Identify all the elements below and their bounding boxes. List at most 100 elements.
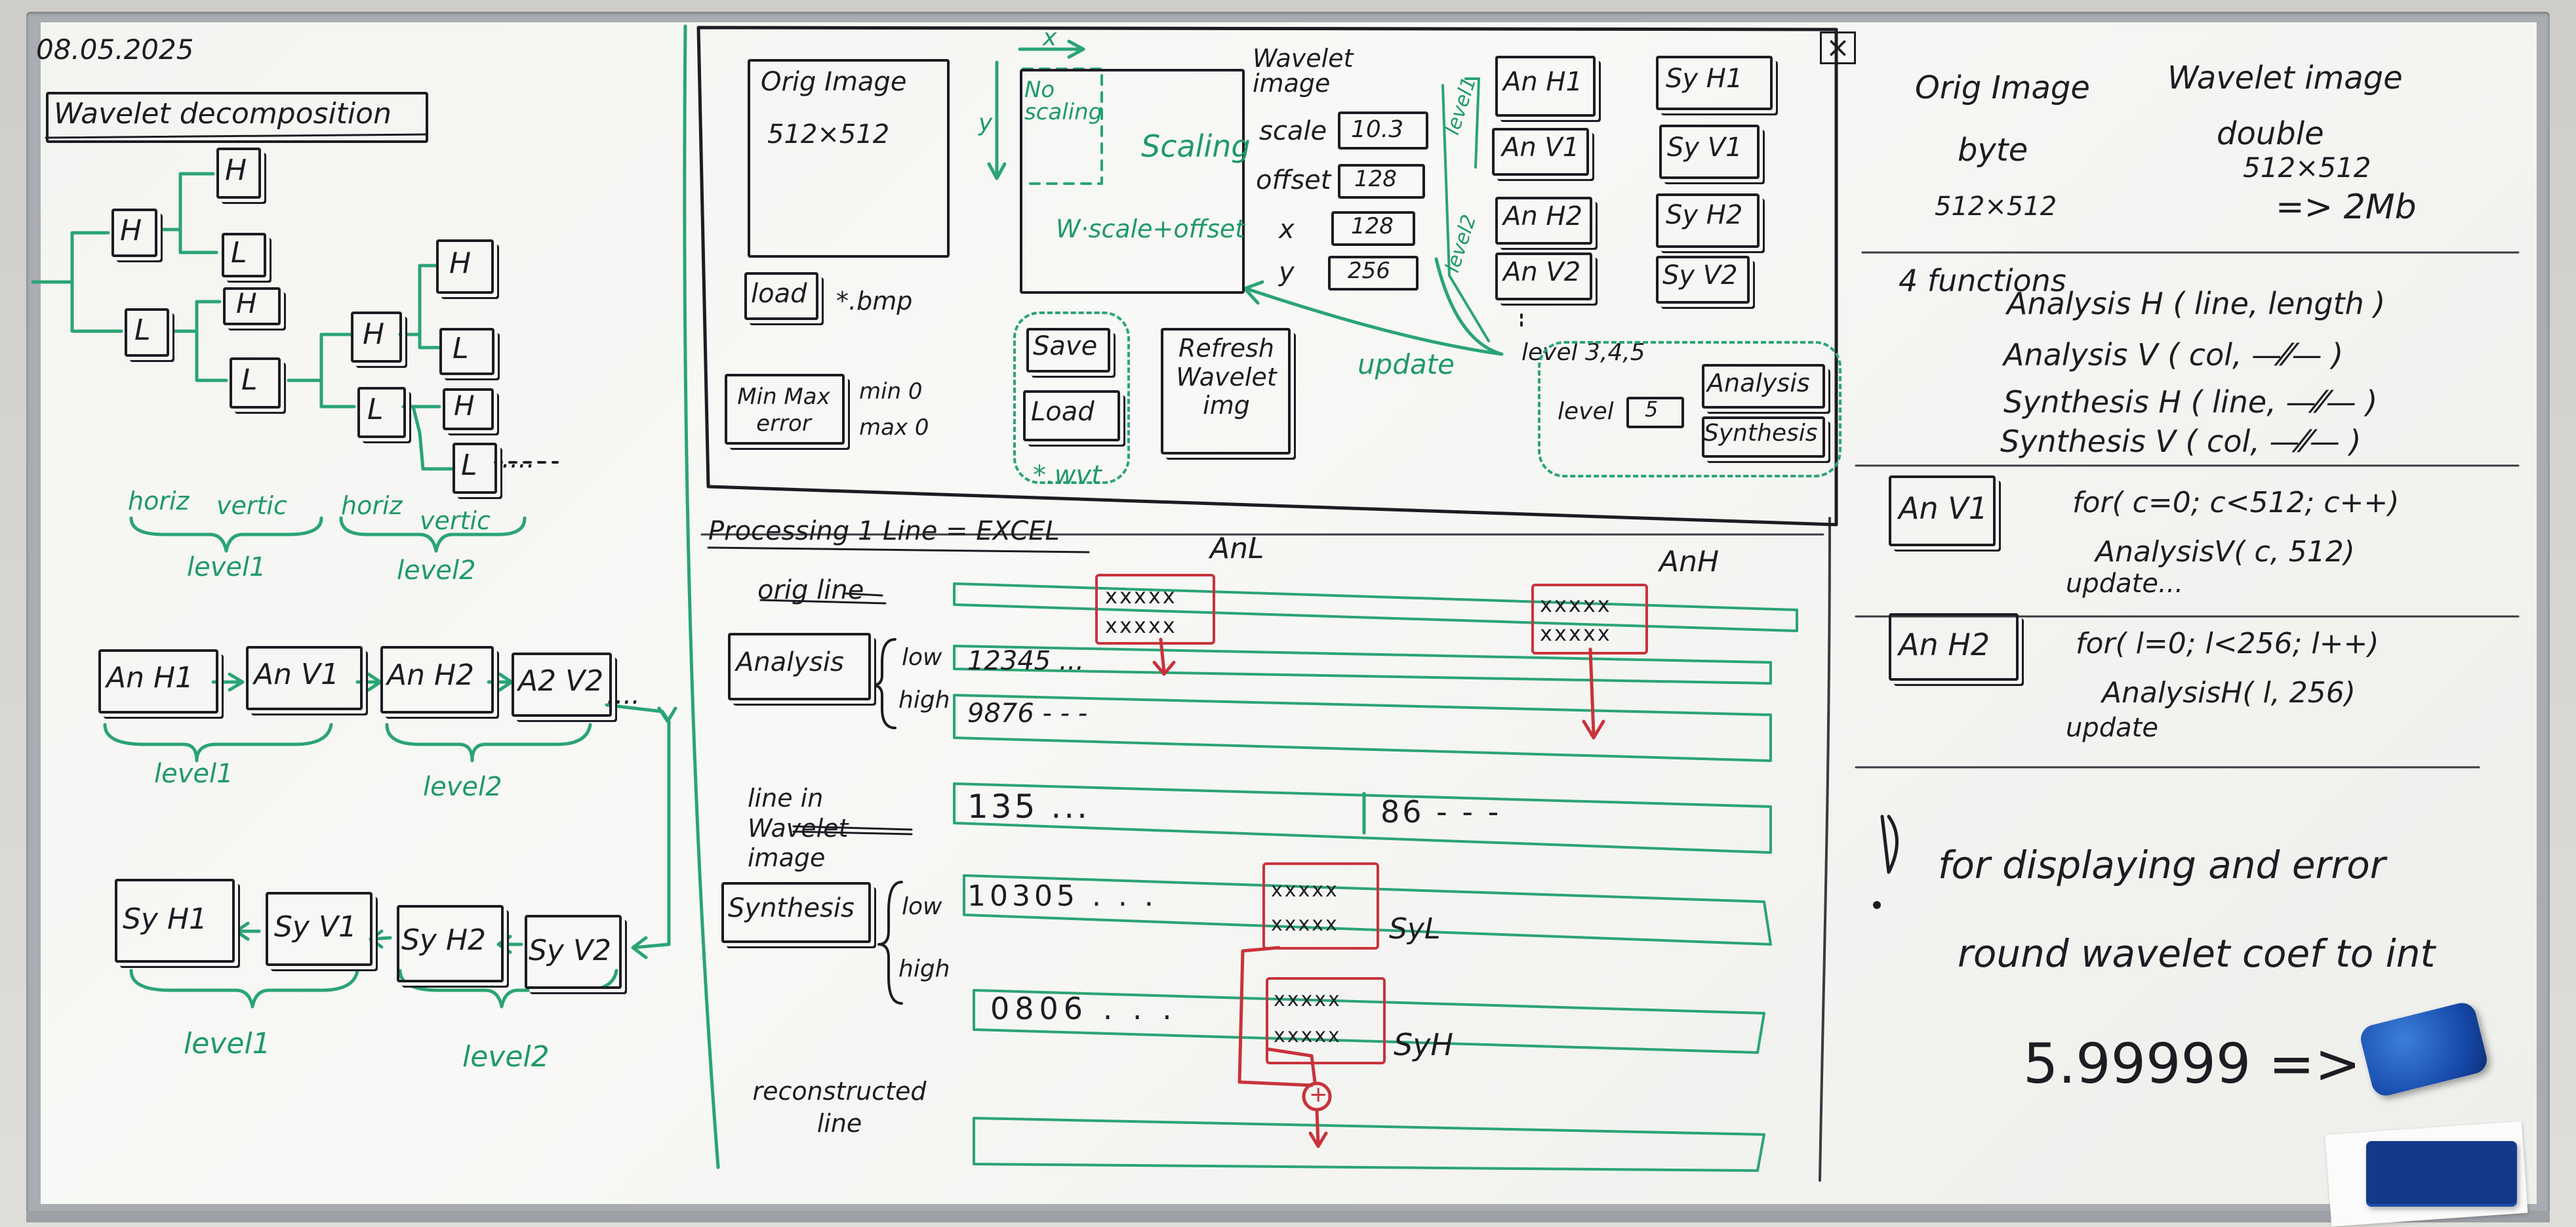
notes-orig-size: 512×512 bbox=[1935, 191, 2057, 222]
sy-h1-button[interactable] bbox=[1656, 56, 1773, 110]
chain-level2: level2 bbox=[423, 772, 502, 802]
an-button-label: An V1 bbox=[1502, 132, 1580, 163]
tree-node bbox=[453, 443, 497, 494]
synthesis-button[interactable] bbox=[1702, 416, 1825, 458]
synthesis-label: Synthesis bbox=[728, 893, 855, 923]
display-note-1: for displaying and error bbox=[1938, 843, 2386, 887]
level-value: 5 bbox=[1645, 397, 1659, 422]
marker-tray bbox=[26, 1211, 2550, 1222]
processing-title: Processing 1 Line = EXCEL bbox=[708, 516, 1060, 546]
function-item: Synthesis H ( line, —⁄⁄— ) bbox=[2003, 384, 2378, 420]
syn-level1: level1 bbox=[184, 1027, 271, 1060]
chain-synthesis-item bbox=[525, 915, 622, 989]
low-label: low bbox=[902, 644, 942, 671]
tree-node-label: H bbox=[236, 287, 257, 319]
syn-low-values: 10305 . . . bbox=[967, 879, 1157, 913]
load-wvt-button[interactable] bbox=[1023, 390, 1120, 441]
chain-synthesis-item bbox=[266, 892, 372, 966]
offset-field[interactable] bbox=[1338, 164, 1425, 199]
sy-h2-button[interactable] bbox=[1656, 193, 1760, 248]
high-label: high bbox=[898, 687, 950, 714]
function-item: Analysis V ( col, —⁄⁄— ) bbox=[2003, 337, 2344, 372]
warning-mark: ! bbox=[1874, 813, 1875, 815]
level-label: level bbox=[1558, 398, 1614, 425]
wavelet-right-values: 86 - - - bbox=[1380, 794, 1502, 830]
wavelet-image-panel bbox=[1020, 69, 1245, 294]
sy-button-label: Sy V1 bbox=[1667, 132, 1742, 163]
minmax-error-button[interactable] bbox=[725, 374, 845, 445]
chain-analysis-item bbox=[246, 646, 363, 710]
analysis-label-box bbox=[728, 633, 871, 700]
x-field[interactable] bbox=[1331, 211, 1415, 246]
wavelet-image-label: Wavelet image bbox=[1253, 44, 1354, 98]
chain-analysis-label: An H1 bbox=[106, 661, 194, 694]
anv1-label: An V1 bbox=[1899, 491, 1988, 526]
field-label: scale bbox=[1259, 116, 1327, 146]
sy-v2-button[interactable] bbox=[1656, 256, 1750, 304]
high-values: 9876 - - - bbox=[967, 698, 1088, 729]
scale-field[interactable] bbox=[1338, 111, 1428, 150]
an-v1-button[interactable] bbox=[1492, 128, 1589, 176]
field-label: x bbox=[1279, 214, 1295, 245]
tree-node-label: L bbox=[231, 236, 247, 270]
anl-window bbox=[1095, 574, 1215, 645]
anh-x-row: xxxxx bbox=[1540, 592, 1612, 617]
y-axis-label: y bbox=[978, 110, 993, 136]
load-button[interactable] bbox=[744, 272, 818, 320]
orig-image-size: 512×512 bbox=[767, 119, 890, 150]
save-button[interactable] bbox=[1026, 328, 1110, 372]
date-label: 08.05.2025 bbox=[36, 33, 194, 66]
min-label: min 0 bbox=[859, 378, 923, 405]
line-in-wavelet-label: line in Wavelet image bbox=[748, 784, 849, 873]
orig-image-panel bbox=[748, 59, 950, 258]
syl-label: SyL bbox=[1389, 912, 1441, 946]
field-value: 128 bbox=[1354, 166, 1397, 192]
load-wvt-label: Load bbox=[1031, 397, 1095, 427]
an-button-label: An V2 bbox=[1503, 257, 1581, 287]
an-button-label: An H1 bbox=[1503, 67, 1582, 97]
syh-x-row: xxxxx bbox=[1274, 988, 1342, 1011]
minmax-error-label: Min Max error bbox=[737, 384, 830, 437]
chain-synthesis-item bbox=[115, 879, 235, 963]
load-ext-label: *.bmp bbox=[836, 287, 913, 315]
y-field[interactable] bbox=[1328, 256, 1419, 291]
anv1-box bbox=[1889, 475, 1996, 546]
x-axis-label: x bbox=[1043, 24, 1057, 51]
refresh-wavelet-button[interactable] bbox=[1161, 328, 1291, 454]
sy-button-label: Sy H1 bbox=[1666, 64, 1743, 94]
close-button[interactable]: × bbox=[1820, 31, 1856, 64]
display-note-2: round wavelet coef to int bbox=[1958, 931, 2436, 976]
decomposition-title-box bbox=[46, 92, 428, 143]
an-button-label: An H2 bbox=[1503, 201, 1582, 231]
sy-button-label: Sy V2 bbox=[1662, 260, 1738, 291]
tree-node bbox=[216, 148, 261, 199]
tree-node-label: L bbox=[461, 449, 477, 482]
tree-node-label: L bbox=[367, 393, 384, 426]
update-label: update bbox=[1358, 348, 1455, 380]
chain-analysis-label: An V1 bbox=[254, 658, 340, 691]
chain-synthesis-label: Sy V2 bbox=[529, 934, 612, 967]
decomposition-title: Wavelet decomposition bbox=[54, 97, 392, 131]
an-v2-button[interactable] bbox=[1495, 252, 1592, 300]
synthesis-button-label: Synthesis bbox=[1704, 420, 1818, 447]
anh2-label: An H2 bbox=[1899, 627, 1990, 662]
loop1-line: AnalysisV( c, 512) bbox=[2095, 535, 2355, 569]
tree-node-label: H bbox=[225, 153, 247, 187]
formula-label: W·scale+offset bbox=[1056, 214, 1245, 243]
loop1-line: for( c=0; c<512; c++) bbox=[2072, 486, 2400, 519]
label-horiz-2: horiz bbox=[341, 491, 403, 520]
wvt-ext-label: *.wvt bbox=[1033, 460, 1102, 491]
sy-v1-button[interactable] bbox=[1659, 125, 1760, 179]
tree-node bbox=[230, 357, 281, 409]
an-h1-button[interactable] bbox=[1495, 56, 1596, 117]
an-h2-button[interactable] bbox=[1495, 197, 1592, 245]
label-level1: level1 bbox=[187, 552, 266, 582]
chain-analysis-item bbox=[98, 649, 218, 714]
anl-x-row: xxxxx bbox=[1105, 584, 1177, 609]
level-field[interactable] bbox=[1626, 397, 1684, 428]
tree-node bbox=[351, 312, 402, 363]
analysis-button[interactable] bbox=[1702, 364, 1825, 409]
tree-node-label: L bbox=[453, 332, 469, 365]
notes-orig-image: Orig Image bbox=[1915, 70, 2090, 106]
